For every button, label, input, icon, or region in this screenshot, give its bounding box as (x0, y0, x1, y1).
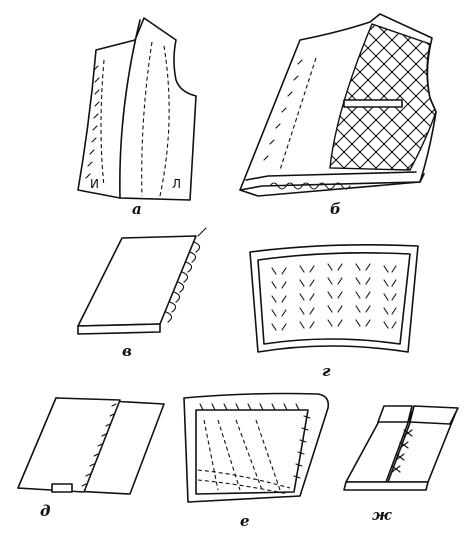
panel-inner (195, 409, 309, 495)
inner-dash-3 (100, 59, 105, 187)
padding-stitch-rows (271, 263, 397, 331)
basting-stitches (81, 403, 117, 487)
herringbone-stitches (391, 429, 413, 473)
diagonal-baste-2 (217, 419, 241, 491)
diagonal-baste-1 (203, 419, 219, 491)
top-fold-right (409, 405, 459, 425)
figure-v: в (77, 227, 207, 360)
thread-start (197, 227, 207, 237)
figure-e: е (183, 392, 330, 530)
figure-zh: ж (343, 405, 459, 524)
fabric-top (77, 235, 197, 327)
label-v: в (122, 342, 132, 360)
figure-b: б (239, 13, 437, 218)
fold-tab (51, 483, 73, 493)
inner-guide (279, 57, 317, 171)
label-g: г (322, 362, 331, 380)
mark-l: Л (172, 177, 181, 191)
fabric-thickness (77, 323, 161, 335)
folded-layer (17, 397, 121, 493)
panel-outer (183, 392, 330, 503)
figure-a: И Л а (77, 17, 197, 218)
figure-g: г (249, 244, 419, 380)
label-zh: ж (372, 506, 392, 524)
front-panel-outline (77, 17, 197, 201)
quilted-lining (329, 23, 437, 171)
edge-stitches (85, 65, 100, 179)
label-b: б (330, 200, 341, 218)
edge-stitches-e (199, 403, 311, 479)
padded-piece-outer (249, 244, 419, 353)
label-a: а (132, 200, 142, 218)
padded-piece-inner (257, 252, 411, 345)
figure-d: д (17, 397, 165, 520)
side-edge-line (119, 19, 141, 199)
diagonal-baste-3 (235, 419, 263, 491)
pocket-strip (343, 99, 403, 108)
bottom-fold (343, 481, 429, 491)
hem-fold (245, 171, 417, 181)
curved-baste (197, 469, 291, 495)
label-d: д (40, 502, 50, 520)
inner-dash-2 (159, 45, 170, 197)
mark-i: И (90, 177, 99, 191)
top-fold-left (377, 405, 413, 423)
zigzag-seam (269, 182, 351, 190)
inner-dash-1 (141, 41, 153, 197)
label-e: е (240, 512, 250, 530)
overcast-stitches (165, 241, 201, 323)
side-stitches (263, 59, 303, 161)
diagonal-baste-4 (255, 419, 281, 491)
